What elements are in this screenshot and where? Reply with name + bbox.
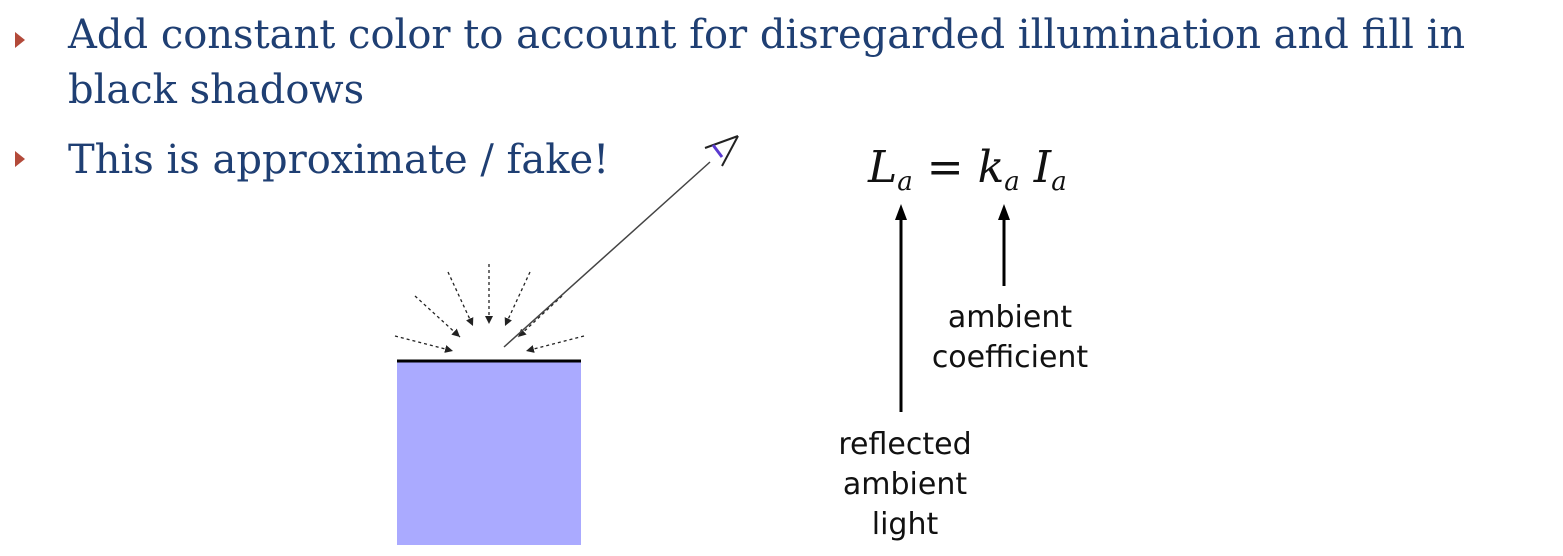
ambient-coefficient-label: ambient coefficient [931, 300, 1089, 375]
bullet-text: This is approximate / fake! [68, 137, 610, 183]
bullet-text: Add constant color to account for disreg… [68, 12, 1466, 113]
eq-lhs: La [868, 142, 913, 197]
eq-intensity: Ia [1033, 142, 1067, 197]
reflected-ambient-light-label: reflected ambient light [838, 427, 972, 542]
bullet-arrow-icon [15, 32, 25, 48]
ambient-equation: La = ka Ia [868, 142, 1067, 197]
eye-icon [704, 135, 739, 167]
incoming-ambient-rays [394, 264, 585, 353]
view-ray [503, 161, 711, 348]
bullet-arrow-icon [15, 151, 25, 167]
ambient-illumination-diagram [394, 135, 739, 545]
eq-operator: = [926, 142, 964, 193]
eq-coefficient: ka [977, 142, 1020, 197]
surface-block [397, 361, 581, 545]
